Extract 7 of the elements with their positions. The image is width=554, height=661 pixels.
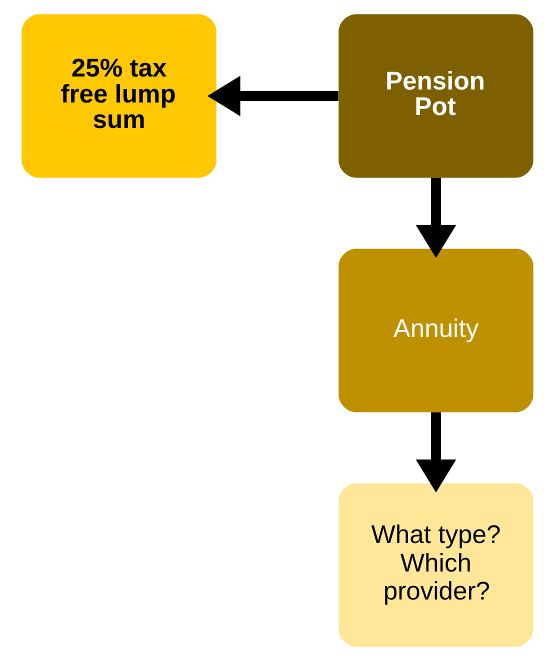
- node-box: 25% tax free lump sum: [21, 14, 216, 178]
- arrow: [415, 178, 456, 258]
- node-box: Annuity: [338, 248, 533, 412]
- arrow: [206, 76, 338, 116]
- node-box: What type? Which provider?: [338, 483, 533, 647]
- node-box: Pension Pot: [338, 14, 533, 178]
- arrow: [415, 412, 456, 492]
